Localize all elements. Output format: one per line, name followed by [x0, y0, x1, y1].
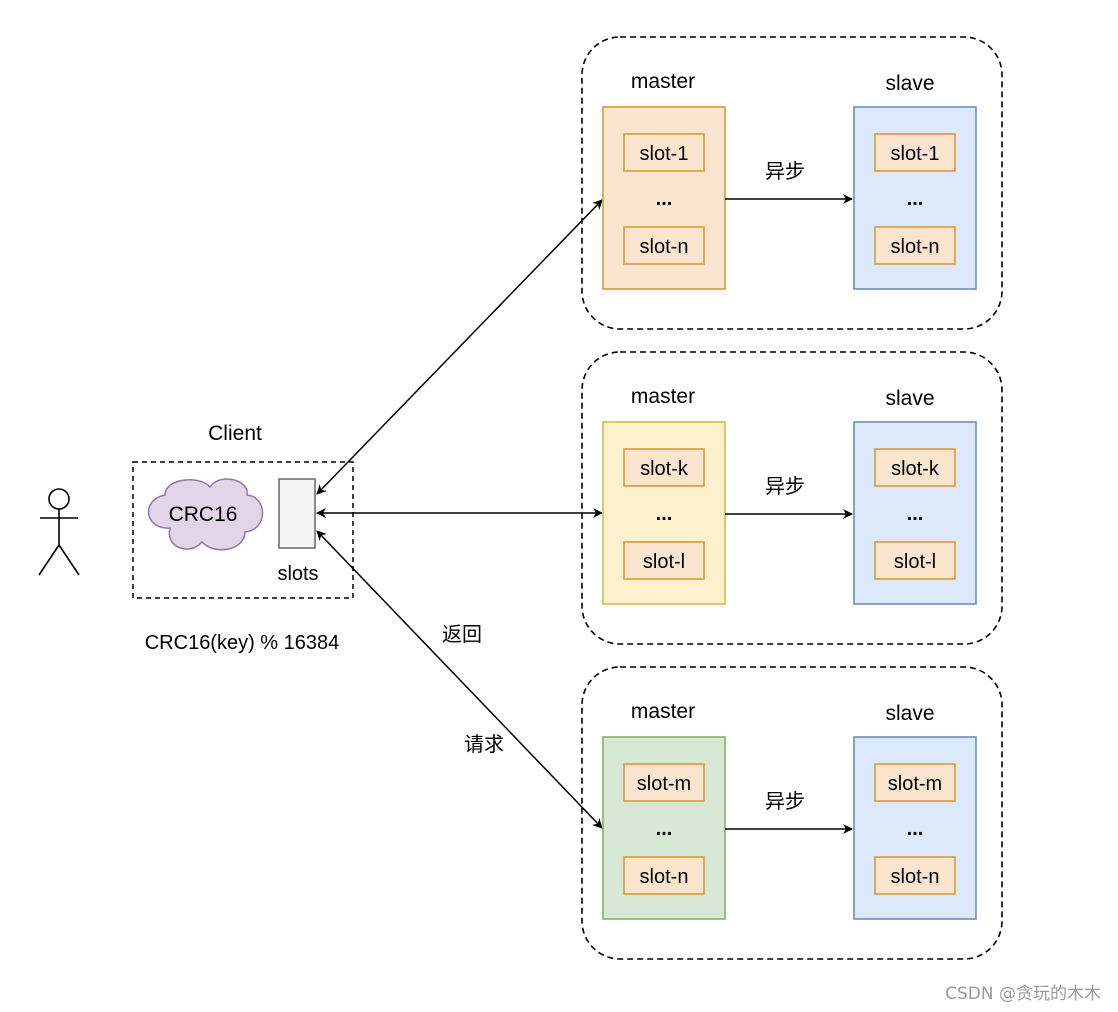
slot-ellipsis: ...: [907, 188, 924, 210]
arrow-client-shard-1: [316, 199, 603, 495]
slot-box: [623, 226, 705, 265]
slot-label: slot-1: [640, 143, 689, 165]
slot-box: [623, 856, 705, 895]
slave-title: slave: [885, 702, 934, 725]
master-title: master: [631, 385, 695, 408]
shard-group: master slot-k... slot-l slave slot-k... slot-…: [581, 351, 1003, 645]
client-title: Client: [208, 422, 262, 445]
slot-ellipsis: ...: [656, 818, 673, 840]
request-label: 请求: [464, 732, 504, 756]
slot-box: [623, 541, 705, 580]
shard-group-border: [581, 36, 1003, 330]
slot-ellipsis: ...: [907, 818, 924, 840]
shard-group: master slot-1... slot-n slave slot-1... slot-…: [581, 36, 1003, 330]
slot-label: slot-m: [637, 773, 691, 795]
shard-group-border: [581, 666, 1003, 960]
slot-ellipsis: ...: [656, 503, 673, 525]
sync-label: 异步: [765, 159, 805, 183]
slot-label: slot-l: [643, 551, 685, 573]
master-title: master: [631, 70, 695, 93]
slot-box: [874, 133, 956, 172]
slots-box: [278, 478, 316, 549]
crc16-formula: CRC16(key) % 16384: [145, 632, 340, 654]
slot-box: [874, 541, 956, 580]
slot-box: [874, 226, 956, 265]
slot-label: slot-k: [640, 458, 689, 480]
person-icon: [38, 488, 80, 576]
slot-box: [874, 448, 956, 487]
return-label: 返回: [442, 622, 482, 646]
slot-label: slot-n: [891, 236, 940, 258]
slot-box: [874, 856, 956, 895]
sync-label: 异步: [765, 474, 805, 498]
slot-label: slot-n: [640, 866, 689, 888]
slots-label: slots: [277, 563, 318, 585]
shard-group: master slot-m... slot-n slave slot-m... slot-…: [581, 666, 1003, 960]
slave-title: slave: [885, 72, 934, 95]
slot-ellipsis: ...: [907, 503, 924, 525]
crc16-label: CRC16: [169, 503, 238, 526]
shard-group-border: [581, 351, 1003, 645]
slot-box: [623, 133, 705, 172]
watermark: CSDN @贪玩的木木: [945, 984, 1101, 1004]
slot-box: [623, 763, 705, 802]
master-title: master: [631, 700, 695, 723]
slot-label: slot-k: [891, 458, 940, 480]
slot-ellipsis: ...: [656, 188, 673, 210]
slot-label: slot-m: [888, 773, 942, 795]
slot-label: slot-l: [894, 551, 936, 573]
slot-label: slot-n: [640, 236, 689, 258]
slot-box: [874, 763, 956, 802]
arrow-client-shard-3: [316, 530, 603, 829]
slot-box: [623, 448, 705, 487]
slave-title: slave: [885, 387, 934, 410]
slot-label: slot-n: [891, 866, 940, 888]
sync-label: 异步: [765, 789, 805, 813]
crc16-cloud: [147, 478, 264, 551]
client-box: [132, 461, 354, 599]
slot-label: slot-1: [891, 143, 940, 165]
